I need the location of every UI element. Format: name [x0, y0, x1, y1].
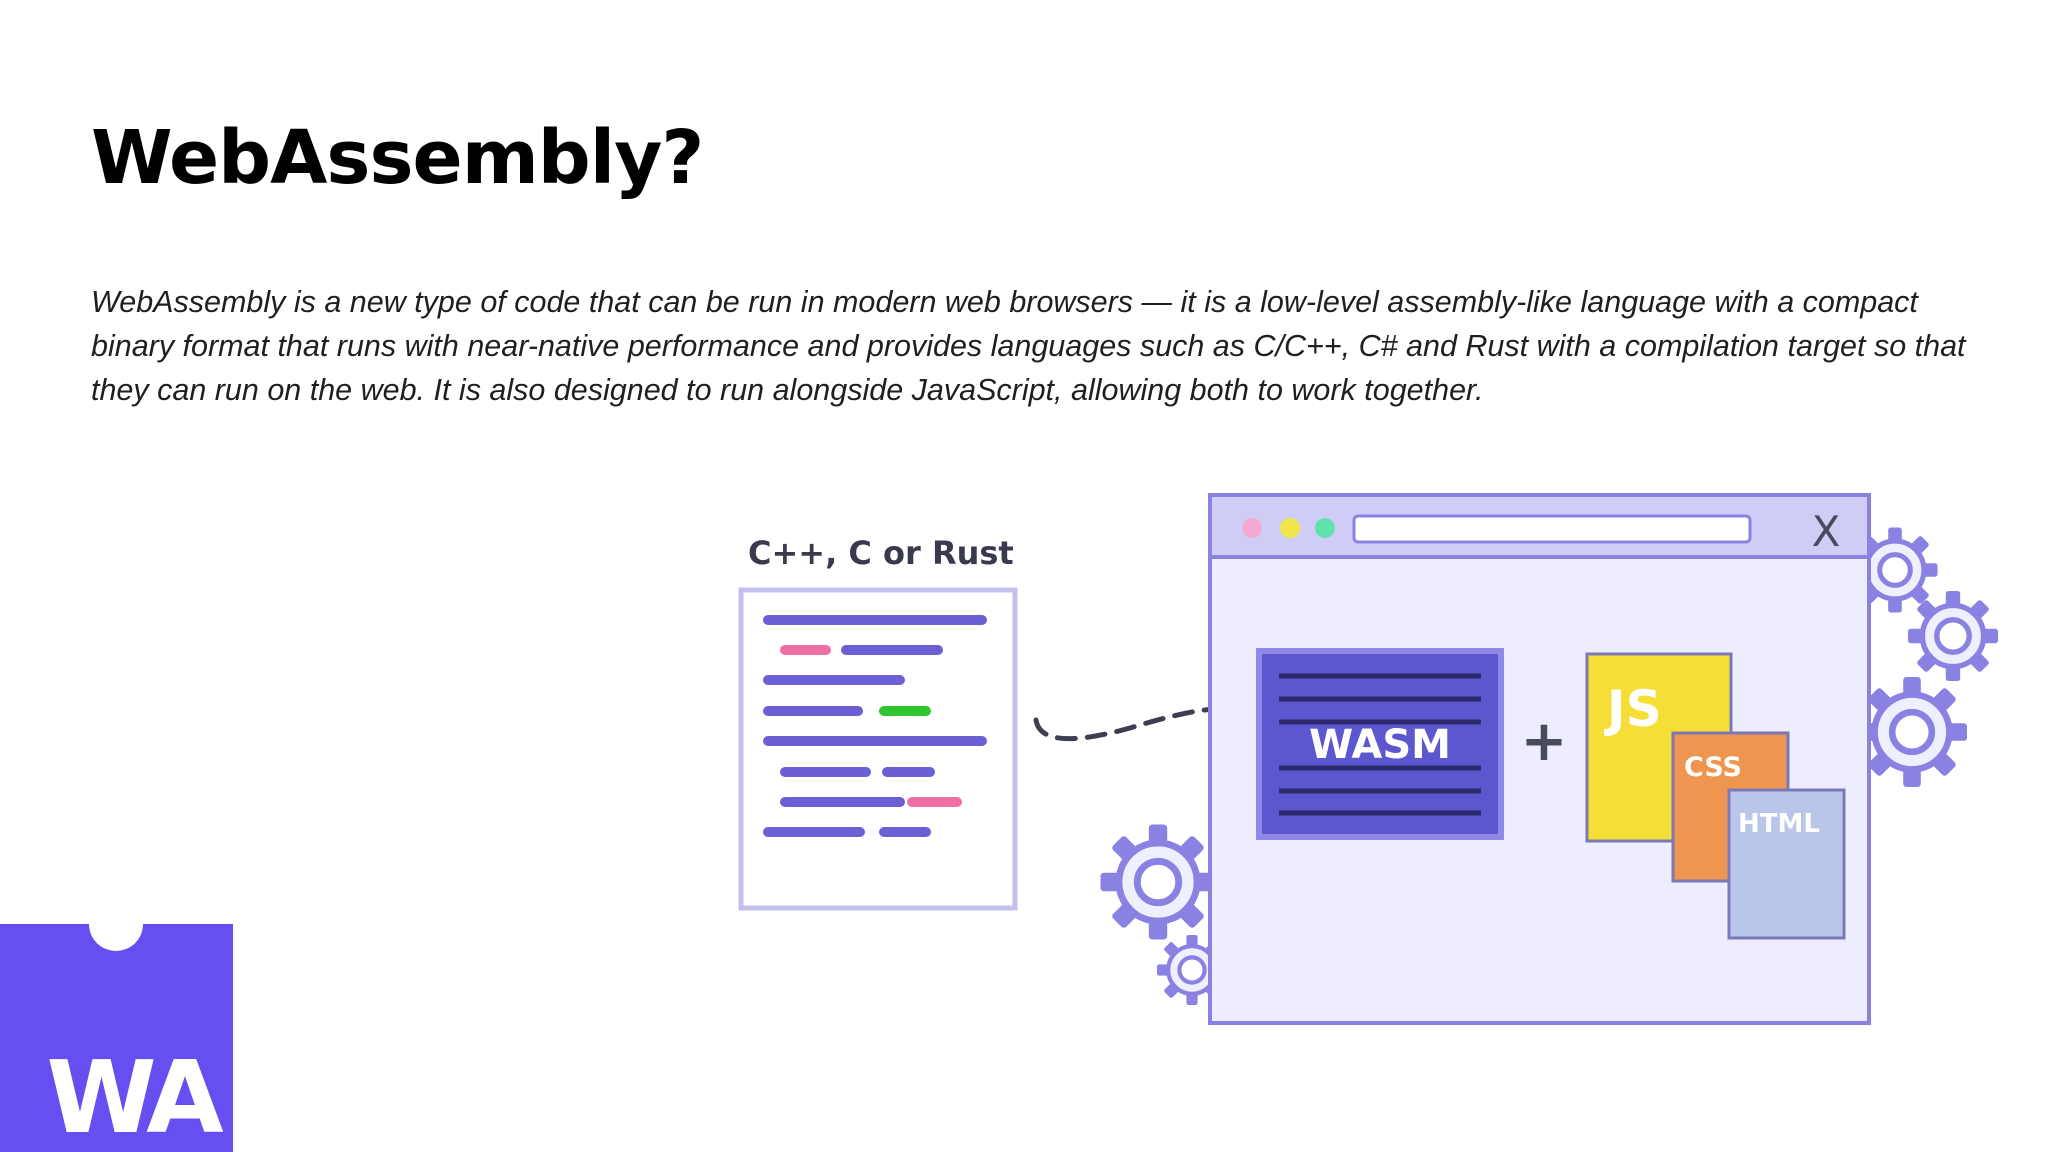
slide-title: WebAssembly?	[91, 115, 704, 201]
logo-text: WA	[46, 1039, 223, 1152]
wasm-lines	[1279, 673, 1481, 816]
wasm-module	[1256, 648, 1504, 840]
browser-close-icon: X	[1812, 507, 1841, 556]
window-dot-yellow	[1280, 518, 1300, 538]
source-language-label: C++, C or Rust	[748, 534, 1014, 572]
plus-icon: +	[1521, 709, 1568, 774]
gear-icon	[1857, 677, 1967, 787]
address-bar	[1352, 514, 1752, 544]
window-dot-green	[1315, 518, 1335, 538]
code-lines	[763, 615, 987, 837]
wasm-illustration: C++, C or Rust X WASM + JS CSS	[738, 493, 2020, 1025]
html-label: HTML	[1738, 809, 1820, 839]
source-code-document	[738, 587, 1018, 911]
wasm-label: WASM	[1309, 722, 1451, 768]
compile-arrow	[1033, 706, 1241, 742]
js-label: JS	[1604, 680, 1662, 738]
gear-icon	[1101, 825, 1216, 940]
html-file	[1727, 788, 1846, 940]
gear-icon	[1908, 591, 1998, 681]
webassembly-logo: WA	[0, 924, 233, 1152]
slide-description: WebAssembly is a new type of code that c…	[91, 285, 1966, 407]
window-dot-pink	[1242, 518, 1262, 538]
css-label: CSS	[1684, 752, 1742, 783]
